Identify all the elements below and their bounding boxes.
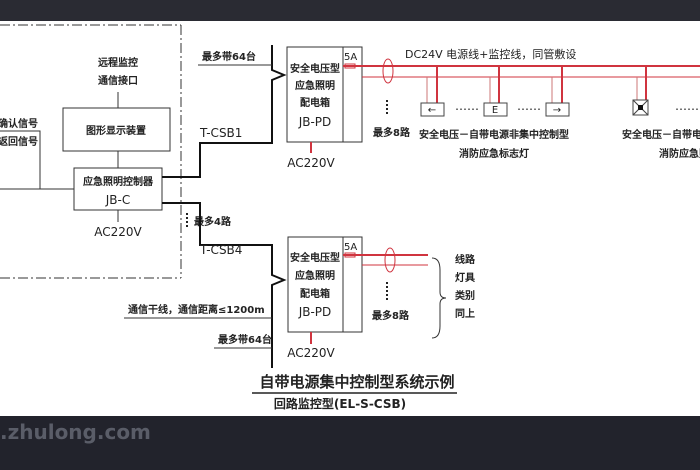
sign-lamp-caption-1: 安全电压－自带电源非集中控制型 (419, 128, 569, 141)
graphic-display-label: 图形显示装置 (86, 124, 146, 137)
top-bar (0, 0, 700, 21)
panel-line1: 安全电压型 (290, 251, 340, 264)
same-note-4: 同上 (455, 307, 475, 320)
lighting-lamp-caption-2: 消防应急照明灯 (659, 147, 700, 160)
distribution-panel-1: 5A 安全电压型 应急照明 配电箱 JB-PD AC220V (286, 46, 363, 170)
distribution-panel-2: 5A 安全电压型 应急照明 配电箱 JB-PD AC220V (287, 236, 363, 360)
sign-lamp-exit: E (483, 66, 508, 117)
controller-name: 应急照明控制器 (83, 175, 154, 188)
arrow-right-icon: → (553, 105, 561, 116)
conduit-icon (382, 58, 394, 84)
dc-line-label: DC24V 电源线+监控线，同管敷设 (405, 47, 576, 61)
ellipsis: …… (517, 99, 541, 113)
brace (431, 257, 447, 339)
max-circuits-label: 最多8路 (373, 126, 411, 139)
ellipsis: …… (675, 99, 699, 113)
diagram-subtitle: 回路监控型(EL-S-CSB) (274, 396, 406, 411)
exit-e-icon: E (492, 105, 498, 116)
bus-t-csb1 (162, 45, 287, 178)
controller-box (73, 167, 163, 211)
panel-line2: 应急照明 (295, 269, 335, 282)
signal-line (0, 130, 41, 189)
arrow-left-icon: ← (428, 105, 436, 116)
panel-model: JB-PD (298, 115, 332, 129)
diagram-title: 自带电源集中控制型系统示例 (259, 373, 454, 391)
sign-lamp-left: ← (420, 66, 445, 117)
same-note-3: 类别 (455, 289, 475, 302)
bus4-max-devices: 最多带64台 (218, 333, 272, 346)
controller-model: JB-C (105, 193, 130, 207)
lighting-lamp (632, 66, 649, 116)
remote-interface-line2: 通信接口 (98, 74, 138, 87)
panel-line2: 应急照明 (295, 79, 335, 92)
fuse-label: 5A (344, 52, 357, 63)
bus4-label: T-CSB4 (199, 243, 242, 257)
bus1-label: T-CSB1 (199, 126, 242, 140)
sign-lamp-caption-2: 消防应急标志灯 (459, 147, 529, 160)
max-circuits-label: 最多8路 (372, 309, 410, 322)
fuse-label: 5A (344, 242, 357, 253)
same-note-1: 线路 (455, 253, 476, 266)
bus1-max-devices: 最多带64台 (202, 50, 256, 63)
trunk-note: 通信干线，通信距离≤1200m (128, 303, 265, 316)
panel-power: AC220V (287, 346, 335, 360)
max-buses-label: 最多4路 (194, 215, 232, 228)
boundary (0, 24, 182, 279)
same-note-2: 灯具 (455, 271, 475, 284)
confirm-signal-label: …确认信号 (0, 117, 38, 130)
panel-model: JB-PD (298, 305, 332, 319)
panel-power: AC220V (287, 156, 335, 170)
bottom-bar (0, 416, 700, 470)
ellipsis: …… (455, 99, 479, 113)
remote-interface-line1: 远程监控 (98, 56, 138, 69)
graphic-display-box (62, 107, 171, 152)
conduit-icon (384, 247, 396, 273)
bus-t-csb4 (162, 202, 287, 368)
sign-lamp-right: → (545, 66, 570, 117)
return-signal-label: …动返回信号 (0, 135, 38, 148)
panel-line1: 安全电压型 (290, 62, 340, 75)
panel-line3: 配电箱 (300, 96, 330, 109)
panel-line3: 配电箱 (300, 287, 330, 300)
watermark: .zhulong.com (0, 420, 151, 444)
lighting-lamp-caption-1: 安全电压－自带电源非集中控制型 (622, 128, 700, 141)
controller-power: AC220V (94, 225, 142, 239)
